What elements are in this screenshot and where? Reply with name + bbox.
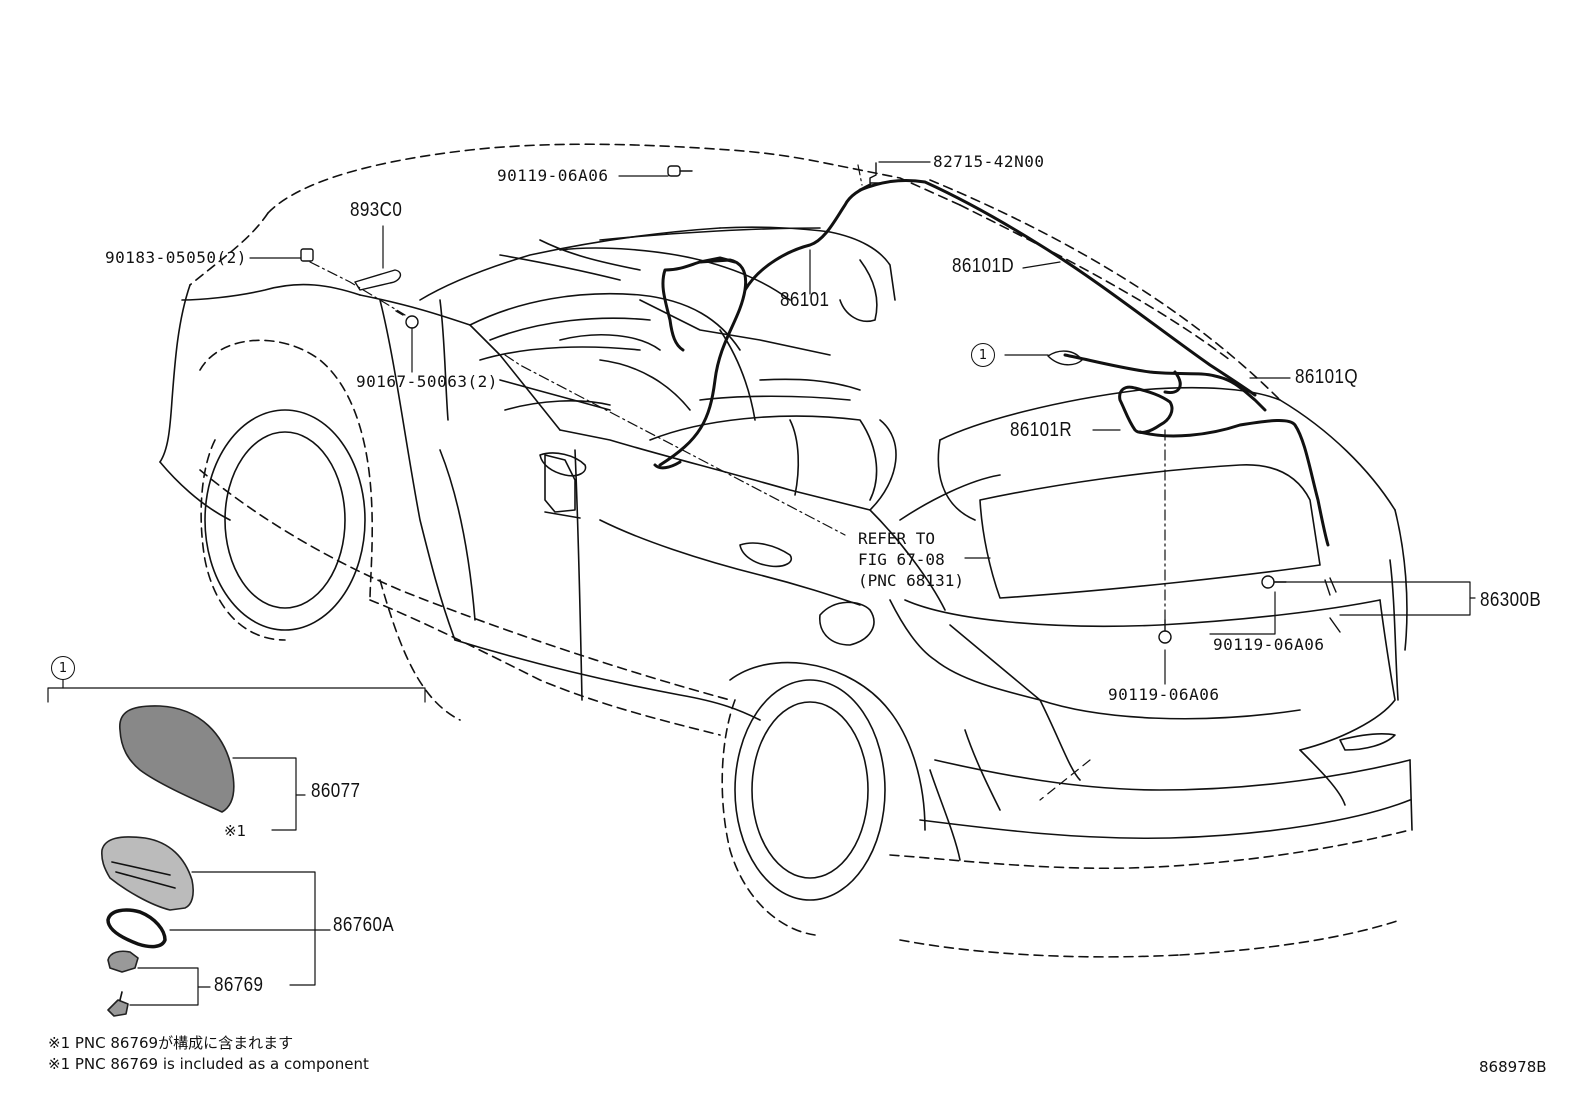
callout-circle-1: 1 [971,343,995,367]
label-86300B: 86300B [1480,589,1542,611]
label-893C0: 893C0 [350,199,403,221]
inset-bracket [47,676,426,703]
gasket [106,908,316,949]
figure-id: 868978B [1479,1058,1547,1076]
label-90119-06A06-bottom: 90119-06A06 [1108,685,1220,704]
reference-note: REFER TO FIG 67-08 (PNC 68131) [858,528,964,591]
leader-lines [249,161,1476,801]
antenna-assembly-86760A [101,836,331,986]
footnote-marker: ※1 [224,822,247,840]
footnote-english: ※1 PNC 86769 is included as a component [48,1055,369,1073]
footnote-japanese: ※1 PNC 86769が構成に含まれます [48,1034,294,1052]
label-86101Q: 86101Q [1295,366,1359,388]
car-body-outline [159,143,1413,958]
antenna-harness-86101D [858,178,1257,397]
label-90119-06A06-top: 90119-06A06 [497,166,609,185]
reference-line-3: (PNC 68131) [858,571,964,590]
label-86101D: 86101D [952,255,1015,277]
callout-circle-1-inset: 1 [51,656,75,680]
label-86760A: 86760A [333,914,395,936]
label-82715-42N00: 82715-42N00 [933,152,1045,171]
label-90167-50063: 90167-50063(2) [356,372,498,391]
antenna-harness-86101Q [1063,353,1267,412]
label-90183-05050: 90183-05050(2) [105,248,247,267]
antenna-harness-86101R [1118,385,1330,547]
antenna-harness-86101 [653,183,872,470]
antenna-cover-86077 [119,705,306,831]
reference-line-2: FIG 67-08 [858,550,945,569]
hardware-parts [300,162,1341,644]
label-90119-06A06-right: 90119-06A06 [1213,635,1325,654]
label-86101: 86101 [780,289,830,311]
label-86077: 86077 [311,780,361,802]
label-86769: 86769 [214,974,264,996]
label-86101R: 86101R [1010,419,1073,441]
nut-and-bolt-86769 [107,950,211,1017]
reference-line-1: REFER TO [858,529,936,548]
